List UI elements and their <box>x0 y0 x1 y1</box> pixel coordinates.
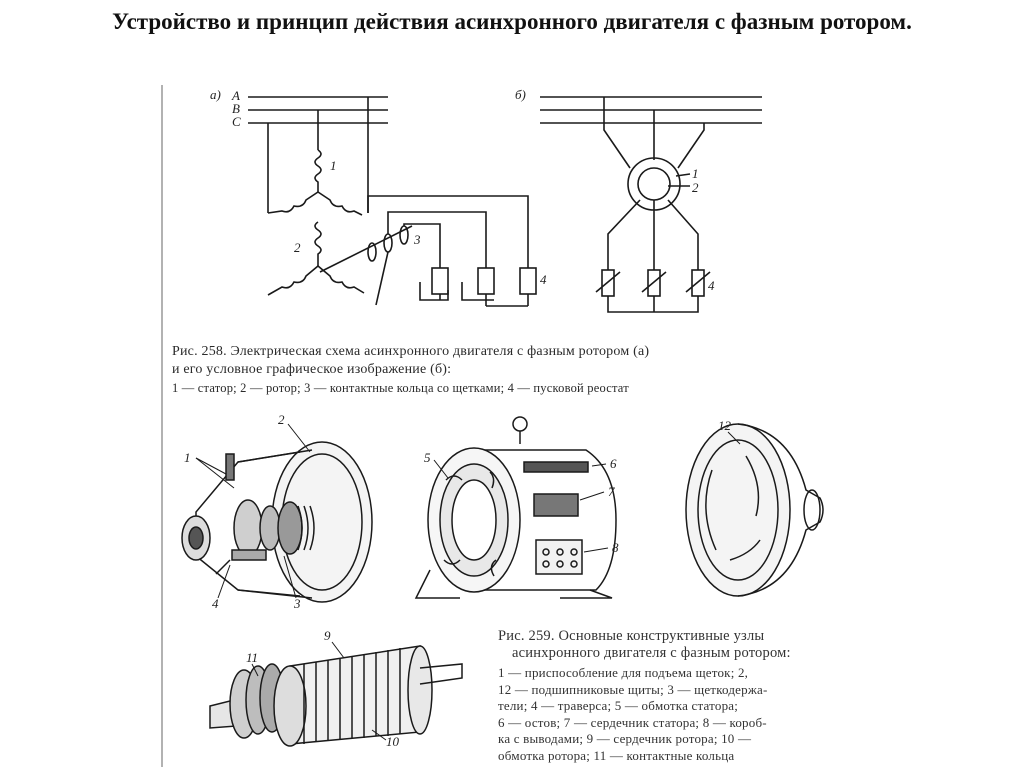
diagram-a-label-4: 4 <box>540 272 547 287</box>
figure-259-caption: Рис. 259. Основные конструктивные узлы а… <box>498 628 828 764</box>
diagram-a-label-1: 1 <box>330 158 337 173</box>
part-label-12: 12 <box>718 418 732 433</box>
phase-label-c: C <box>232 114 241 129</box>
panel-a-label: а) <box>210 87 221 102</box>
drawing-rotor <box>209 645 463 747</box>
page-title: Устройство и принцип действия асинхронно… <box>112 9 912 34</box>
part-label-7: 7 <box>608 484 615 499</box>
caption-258-line-2: и его условное графическое изображение (… <box>172 362 452 377</box>
diagram-a-label-3: 3 <box>413 232 421 247</box>
caption-258-line-3: 1 — статор; 2 — ротор; 3 — контактные ко… <box>172 381 629 395</box>
caption-259-body-3: тели; 4 — траверса; 5 — обмотка статора; <box>498 698 739 713</box>
part-label-2: 2 <box>278 412 285 427</box>
caption-259-body-4: 6 — остов; 7 — сердечник статора; 8 — ко… <box>498 714 767 730</box>
drawing-end-shield-brushgear <box>181 441 373 603</box>
caption-259-body-1: 1 — приспособление для подъема щеток; 2, <box>498 665 749 680</box>
caption-259-body-6: обмотка ротора; 11 — контактные кольца <box>498 747 735 763</box>
diagram-b-label-1: 1 <box>692 166 699 181</box>
phase-label-a: A <box>231 88 240 103</box>
diagram-b-label-2: 2 <box>692 180 699 195</box>
part-label-5: 5 <box>424 450 431 465</box>
part-label-8: 8 <box>612 540 619 555</box>
drawing-stator <box>414 416 617 599</box>
drawing-bearing-shield <box>685 423 824 597</box>
caption-259-body-2: 12 — подшипниковые щиты; 3 — щеткодержа- <box>498 681 768 697</box>
part-label-6: 6 <box>610 456 617 471</box>
part-label-11: 11 <box>246 650 258 665</box>
caption-259-head-1: Рис. 259. Основные конструктивные узлы <box>498 628 765 644</box>
diagram-a-label-2: 2 <box>294 240 301 255</box>
part-label-10: 10 <box>386 734 400 749</box>
part-label-1: 1 <box>184 450 191 465</box>
figure-258-caption: Рис. 258. Электрическая схема асинхронно… <box>172 343 822 397</box>
part-label-9: 9 <box>324 628 331 643</box>
part-label-4: 4 <box>212 596 219 611</box>
panel-b-label: б) <box>515 87 526 102</box>
caption-259-head-2: асинхронного двигателя с фазным ротором: <box>512 644 791 661</box>
phase-label-b: B <box>232 101 240 116</box>
caption-258-line-1: Рис. 258. Электрическая схема асинхронно… <box>172 344 650 359</box>
diagram-b-label-4: 4 <box>708 278 715 293</box>
part-label-3: 3 <box>293 596 301 611</box>
diagram-a <box>248 96 537 307</box>
caption-259-body-5: ка с выводами; 9 — сердечник ротора; 10 … <box>498 731 752 746</box>
diagram-b <box>540 96 762 313</box>
